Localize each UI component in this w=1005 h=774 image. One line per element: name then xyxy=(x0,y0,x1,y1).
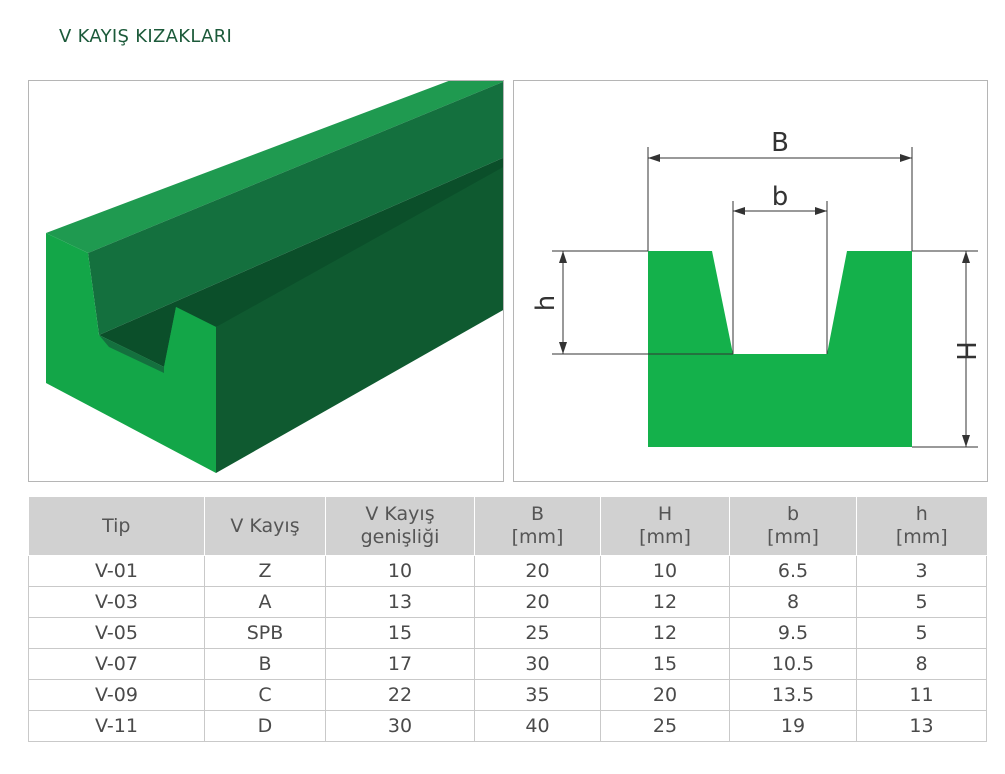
column-header-line: b xyxy=(786,503,800,525)
table-cell: V-07 xyxy=(28,648,205,680)
column-header-line: B xyxy=(530,503,545,525)
table-cell: V-09 xyxy=(28,679,205,711)
table-cell: 13 xyxy=(856,710,987,742)
table-cell: 25 xyxy=(600,710,730,742)
column-header-line: Tip xyxy=(102,514,131,537)
table-cell: 20 xyxy=(474,586,601,618)
table-cell: 22 xyxy=(325,679,475,711)
column-header: B[mm] xyxy=(474,497,601,556)
table-cell: Z xyxy=(204,555,326,587)
column-header-line: h xyxy=(915,503,928,525)
table-cell: 8 xyxy=(856,648,987,680)
front-groove-shadow xyxy=(99,335,164,373)
top-left-rail-surface xyxy=(46,81,503,253)
table-cell: D xyxy=(204,710,326,742)
dim-H-label: H xyxy=(950,341,980,361)
profile-cross-section xyxy=(648,251,912,447)
table-cell: 25 xyxy=(474,617,601,649)
dim-b-arrow-left xyxy=(733,207,745,215)
table-cell: 30 xyxy=(474,648,601,680)
table-cell: 17 xyxy=(325,648,475,680)
table-cell: 9.5 xyxy=(729,617,857,649)
column-header: b[mm] xyxy=(729,497,857,556)
dim-b-label: b xyxy=(772,182,789,212)
column-header-line: [mm] xyxy=(511,526,564,548)
table-cell: 19 xyxy=(729,710,857,742)
dim-H-arrow-top xyxy=(962,251,970,263)
table-cell: 30 xyxy=(325,710,475,742)
groove-floor xyxy=(99,157,503,367)
table-cell: 13 xyxy=(325,586,475,618)
table-cell: C xyxy=(204,679,326,711)
dim-h-arrow-bottom xyxy=(559,342,567,354)
column-header-line: V Kayış xyxy=(230,514,300,537)
table-cell: 12 xyxy=(600,617,730,649)
table-cell: SPB xyxy=(204,617,326,649)
table-cell: 10 xyxy=(600,555,730,587)
table-cell: 6.5 xyxy=(729,555,857,587)
dim-b-arrow-right xyxy=(815,207,827,215)
table-cell: 5 xyxy=(856,586,987,618)
table-cell: 11 xyxy=(856,679,987,711)
table-cell: 10.5 xyxy=(729,648,857,680)
profile-dimension-diagram: B b h H xyxy=(531,128,980,448)
table-cell: A xyxy=(204,586,326,618)
profile-3d-render-panel xyxy=(28,80,504,482)
table-cell: V-01 xyxy=(28,555,205,587)
column-header: H[mm] xyxy=(600,497,730,556)
table-cell: 20 xyxy=(600,679,730,711)
dim-H-arrow-bottom xyxy=(962,435,970,447)
table-cell: B xyxy=(204,648,326,680)
column-header: V Kayış xyxy=(204,497,326,556)
table-cell: 13.5 xyxy=(729,679,857,711)
table-cell: 5 xyxy=(856,617,987,649)
column-header-line: genişliği xyxy=(360,526,440,548)
profile-dimension-diagram-panel: B b h H xyxy=(513,80,988,482)
column-header: Tip xyxy=(28,497,205,556)
profile-3d-render xyxy=(46,81,503,473)
side-face xyxy=(216,167,503,473)
dim-B-arrow-left xyxy=(648,154,660,162)
column-header-line: V Kayış xyxy=(365,503,435,525)
column-header-line: [mm] xyxy=(767,526,819,548)
column-header-line: [mm] xyxy=(639,526,691,548)
dim-B-arrow-right xyxy=(900,154,912,162)
table-cell: 35 xyxy=(474,679,601,711)
table-cell: 12 xyxy=(600,586,730,618)
dim-h-label: h xyxy=(531,295,561,311)
page-title: V KAYIŞ KIZAKLARI xyxy=(59,26,233,47)
dim-h-arrow-top xyxy=(559,251,567,263)
groove-left-wall xyxy=(88,81,503,335)
table-cell: 8 xyxy=(729,586,857,618)
table-cell: 20 xyxy=(474,555,601,587)
column-header-line: H xyxy=(657,503,673,525)
dim-B-label: B xyxy=(771,128,789,158)
table-cell: 10 xyxy=(325,555,475,587)
column-header-line: [mm] xyxy=(895,526,948,548)
table-cell: V-05 xyxy=(28,617,205,649)
table-cell: 3 xyxy=(856,555,987,587)
table-cell: 15 xyxy=(600,648,730,680)
table-cell: V-11 xyxy=(28,710,205,742)
table-cell: 40 xyxy=(474,710,601,742)
column-header: h[mm] xyxy=(856,497,987,556)
table-cell: V-03 xyxy=(28,586,205,618)
table-cell: 15 xyxy=(325,617,475,649)
